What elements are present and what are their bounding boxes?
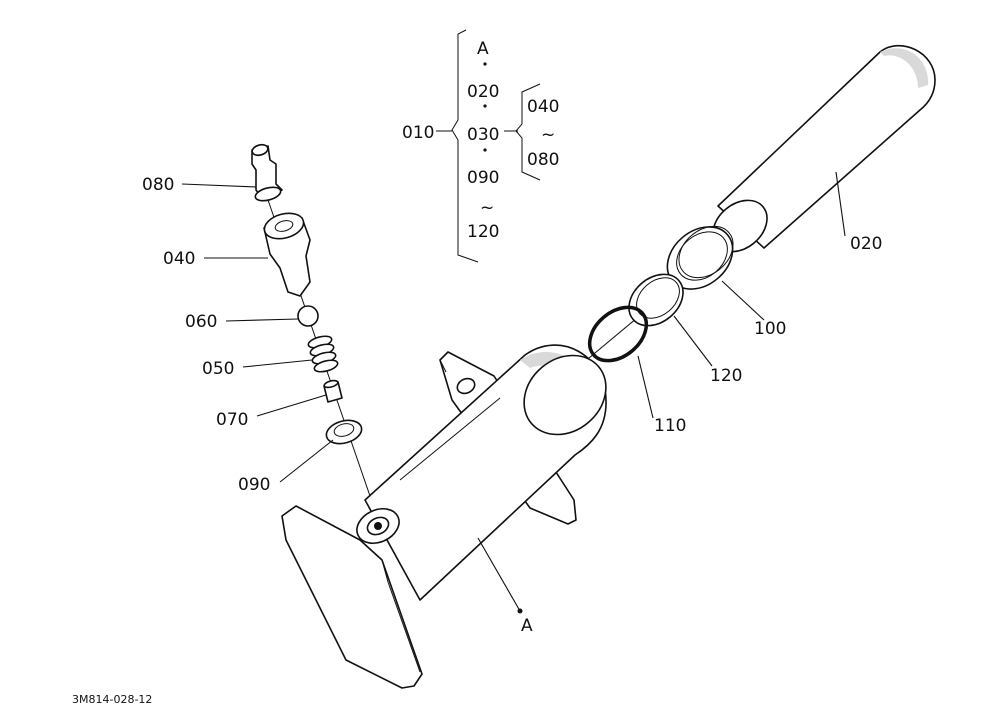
callout-100: 100 xyxy=(754,319,786,339)
pin-part-020 xyxy=(712,44,936,253)
figure-code: 3M814-028-12 xyxy=(72,693,152,706)
callout-080: 080 xyxy=(142,175,174,195)
group-item-120: 120 xyxy=(467,222,499,242)
group-range-mark: ~ xyxy=(480,198,494,218)
group-root-label: 010 xyxy=(402,123,434,143)
callout-040: 040 xyxy=(163,249,195,269)
adapter-part-040 xyxy=(263,212,311,297)
bracket-body-part xyxy=(281,344,607,689)
callout-120: 120 xyxy=(710,366,742,386)
sleeve-part-070 xyxy=(323,379,343,403)
callout-110: 110 xyxy=(654,416,686,436)
callout-090: 090 xyxy=(238,475,270,495)
group-item-090: 090 xyxy=(467,168,499,188)
grease-nipple-part-080 xyxy=(251,143,283,202)
callout-a: A xyxy=(521,616,533,636)
group-item-030: 030 xyxy=(467,125,499,145)
callout-070: 070 xyxy=(216,410,248,430)
assembly-group-bracket xyxy=(436,29,541,263)
washer-part-090 xyxy=(325,419,363,445)
point-a-marker xyxy=(517,608,523,614)
subgroup-range-mark: ~ xyxy=(541,125,555,145)
group-item-020: 020 xyxy=(467,82,499,102)
spring-part-050 xyxy=(307,335,339,373)
o-ring-part-110 xyxy=(587,305,649,363)
callout-020: 020 xyxy=(850,234,882,254)
subgroup-to: 080 xyxy=(527,150,559,170)
ball-part-060 xyxy=(297,305,319,327)
callout-050: 050 xyxy=(202,359,234,379)
callout-060: 060 xyxy=(185,312,217,332)
subgroup-from: 040 xyxy=(527,97,559,117)
leader-lines xyxy=(181,171,846,612)
group-item-a: A xyxy=(477,39,489,59)
